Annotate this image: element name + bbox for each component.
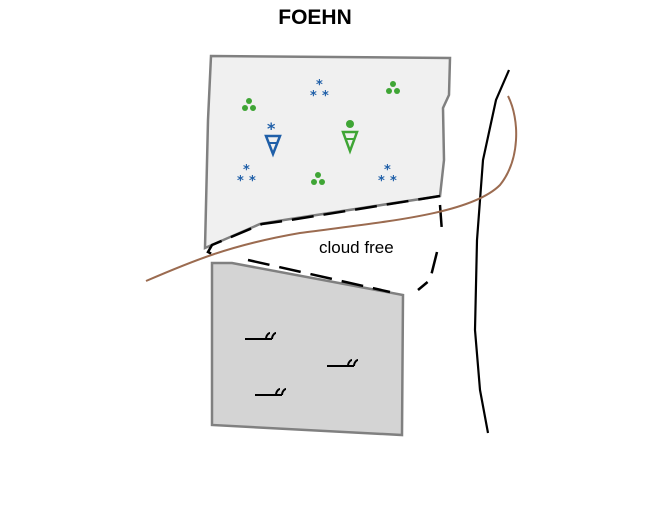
svg-text:*: * <box>378 174 385 189</box>
svg-text:*: * <box>267 119 276 138</box>
rain-shower-icon <box>341 120 359 155</box>
svg-text:*: * <box>243 163 250 178</box>
leeward-area <box>210 261 405 437</box>
cloud-free-boundary <box>206 194 444 294</box>
rain-icon <box>242 98 256 111</box>
river-line <box>145 95 518 282</box>
svg-text:*: * <box>390 174 397 189</box>
cloud-free-label: cloud free <box>319 238 394 257</box>
rain-icon <box>386 81 400 94</box>
rain-icon <box>311 172 325 185</box>
snow-icon: *** <box>378 163 397 189</box>
svg-text:*: * <box>316 78 323 93</box>
windward-cloud-area <box>203 54 452 250</box>
mountain-ridge-line <box>473 69 511 434</box>
snow-icon: *** <box>310 78 329 104</box>
snow-icon: *** <box>237 163 256 189</box>
svg-text:*: * <box>237 174 244 189</box>
snow-symbols: *** *** *** <box>237 78 397 189</box>
svg-text:*: * <box>310 89 317 104</box>
dry-wind-icon <box>245 332 277 340</box>
svg-text:*: * <box>322 89 329 104</box>
diagram-title: FOEHN <box>278 6 352 29</box>
dry-wind-icon <box>255 388 287 396</box>
wind-symbols <box>245 332 359 396</box>
rain-symbols <box>242 81 400 185</box>
svg-text:*: * <box>249 174 256 189</box>
svg-text:*: * <box>384 163 391 178</box>
snow-shower-icon: * <box>264 119 282 158</box>
dry-wind-icon <box>327 359 359 367</box>
